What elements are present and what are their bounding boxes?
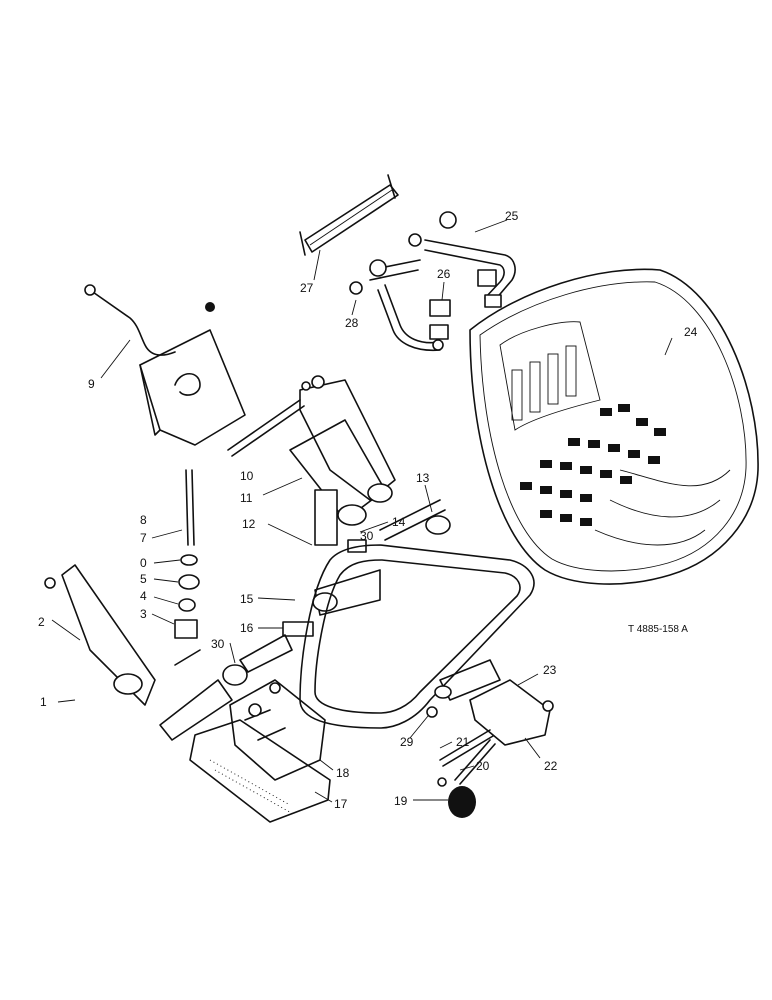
callout-28: 28 <box>345 316 359 330</box>
callout-7: 7 <box>140 531 147 545</box>
rear-bracket <box>426 679 554 787</box>
callout-1: 1 <box>40 695 47 709</box>
base-plates <box>189 679 331 823</box>
callout-30b: 30 <box>211 637 225 651</box>
bushing <box>425 515 451 535</box>
callout-29: 29 <box>400 735 414 749</box>
callout-24: 24 <box>684 325 698 339</box>
callout-17: 17 <box>334 797 348 811</box>
seat-frame-loop <box>299 544 535 729</box>
callout-26: 26 <box>437 267 451 281</box>
callout-21: 21 <box>456 735 470 749</box>
callout-16: 16 <box>240 621 254 635</box>
callout-30a: 30 <box>360 529 374 543</box>
callouts: 1 2 3 4 5 0 7 8 9 10 11 12 13 14 15 16 1… <box>38 209 698 811</box>
callout-20: 20 <box>476 759 490 773</box>
knob <box>448 786 476 818</box>
seat-slots <box>511 345 666 526</box>
seat-pan <box>469 268 759 585</box>
callout-18: 18 <box>336 766 350 780</box>
callout-13: 13 <box>416 471 430 485</box>
leader-lines <box>51 219 673 803</box>
spacer-stack <box>174 469 200 639</box>
callout-14: 14 <box>392 515 406 529</box>
drawing-reference-code: T 4885-158 A <box>628 624 688 635</box>
callout-12: 12 <box>242 517 256 531</box>
bushings <box>239 499 446 673</box>
callout-5: 5 <box>140 572 147 586</box>
lever-and-bracket <box>84 284 246 446</box>
callout-19: 19 <box>394 794 408 808</box>
callout-15: 15 <box>240 592 254 606</box>
callout-11: 11 <box>240 491 253 505</box>
callout-4: 4 <box>140 589 147 603</box>
callout-8: 8 <box>140 513 147 527</box>
callout-10: 10 <box>240 469 254 483</box>
callout-27: 27 <box>300 281 314 295</box>
callout-2: 2 <box>38 615 45 629</box>
callout-6: 0 <box>140 556 147 570</box>
callout-23: 23 <box>543 663 557 677</box>
suspension-assembly <box>227 375 396 546</box>
callout-25: 25 <box>505 209 519 223</box>
slide-rail <box>299 174 399 256</box>
callout-9: 9 <box>88 377 95 391</box>
pivot-tube <box>159 649 248 741</box>
callout-22: 22 <box>544 759 558 773</box>
seat-rail-frame <box>349 211 516 352</box>
back-plate <box>44 564 156 706</box>
callout-3: 3 <box>140 607 147 621</box>
